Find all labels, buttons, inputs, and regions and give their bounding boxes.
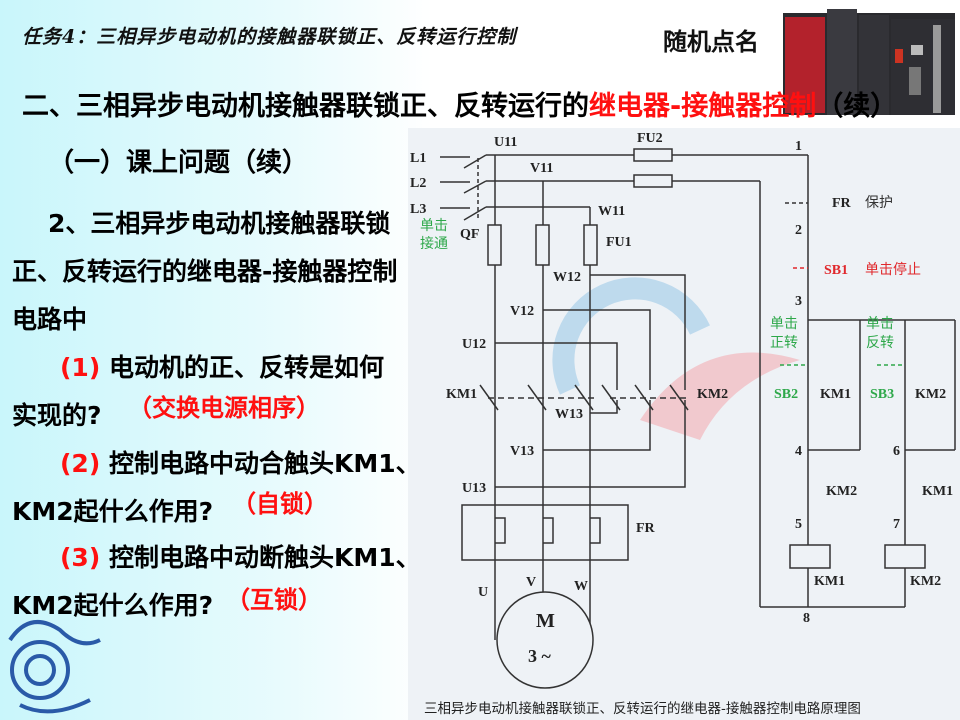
label-sb2: SB2 xyxy=(774,387,798,402)
question-2-cont: KM2起什么作用? xyxy=(12,497,214,526)
task-label: 任务4：三相异步电动机的接触器联锁正、反转运行控制 xyxy=(22,26,517,48)
node-5: 5 xyxy=(795,517,802,532)
node-8: 8 xyxy=(803,611,810,626)
hint-sb2-2[interactable]: 正转 xyxy=(770,335,798,351)
question-3-cont: KM2起什么作用? xyxy=(12,591,214,620)
label-km1-coil: KM1 xyxy=(814,574,845,589)
section-heading: （一）课上问题（续） xyxy=(48,148,309,178)
diagram-caption: 三相异步电动机接触器联锁正、反转运行的继电器-接触器控制电路原理图 xyxy=(424,700,861,717)
label-v: V xyxy=(526,575,536,590)
answer-3: （互锁） xyxy=(226,586,322,614)
plc-image xyxy=(783,9,955,115)
question-intro-1: 2、三相异步电动机接触器联锁 xyxy=(48,209,391,238)
node-6: 6 xyxy=(893,444,900,459)
label-l3: L3 xyxy=(410,202,426,217)
title-highlight: 继电器-接触器控制 xyxy=(589,91,817,122)
node-3: 3 xyxy=(795,294,802,309)
label-u12: U12 xyxy=(462,337,486,352)
hint-sb2-1[interactable]: 单击 xyxy=(770,316,798,332)
label-w12: W12 xyxy=(553,270,581,285)
hint-fr[interactable]: 保护 xyxy=(865,195,893,211)
question-intro-3: 电路中 xyxy=(12,305,88,334)
label-l1: L1 xyxy=(410,151,426,166)
label-km1-hold: KM1 xyxy=(820,387,851,402)
label-km2-power: KM2 xyxy=(697,387,728,402)
title-prefix: 二、三相异步电动机接触器联锁正、反转运行的 xyxy=(22,91,589,122)
label-motor-phase: 3 ~ xyxy=(528,646,552,666)
label-u11: U11 xyxy=(494,135,517,150)
label-l2: L2 xyxy=(410,176,426,191)
hint-qf-2[interactable]: 接通 xyxy=(420,235,448,252)
node-2: 2 xyxy=(795,223,802,238)
label-fr-power: FR xyxy=(636,521,656,536)
label-km2-interlock: KM2 xyxy=(826,484,857,499)
answer-1: （交换电源相序） xyxy=(128,394,320,422)
node-1: 1 xyxy=(795,139,802,154)
roll-call-button[interactable]: 随机点名 xyxy=(663,28,759,56)
page-title: 二、三相异步电动机接触器联锁正、反转运行的继电器-接触器控制（续） xyxy=(22,84,897,123)
label-fu2: FU2 xyxy=(637,131,663,146)
label-qf: QF xyxy=(460,227,479,242)
hint-qf-1[interactable]: 单击 xyxy=(420,218,448,234)
label-v12: V12 xyxy=(510,304,534,319)
label-motor: M xyxy=(536,610,555,632)
hint-sb3-1[interactable]: 单击 xyxy=(866,316,894,332)
label-u13: U13 xyxy=(462,481,486,496)
title-suffix: （续） xyxy=(816,91,898,122)
label-w11: W11 xyxy=(598,204,625,219)
label-sb3: SB3 xyxy=(870,387,894,402)
hint-sb3-2[interactable]: 反转 xyxy=(866,335,894,351)
label-km2-coil: KM2 xyxy=(910,574,941,589)
label-fu1: FU1 xyxy=(606,235,632,250)
node-7: 7 xyxy=(893,517,900,532)
label-v11: V11 xyxy=(530,161,553,176)
answer-2: （自锁） xyxy=(232,490,328,518)
question-intro-2: 正、反转运行的继电器-接触器控制 xyxy=(12,257,398,286)
label-sb1: SB1 xyxy=(824,263,848,278)
label-w13: W13 xyxy=(555,407,583,422)
circuit-diagram: L1 L2 L3 QF U11 V11 W11 FU1 FU2 W12 V12 … xyxy=(408,128,960,720)
hint-sb1-stop[interactable]: 单击停止 xyxy=(865,261,921,278)
question-3: (3) 控制电路中动断触头KM1、 xyxy=(60,543,421,572)
label-km2-hold: KM2 xyxy=(915,387,946,402)
question-2: (2) 控制电路中动合触头KM1、 xyxy=(60,449,421,478)
label-km1-power: KM1 xyxy=(446,387,477,402)
question-1-cont: 实现的? xyxy=(12,401,102,430)
node-4: 4 xyxy=(795,444,802,459)
label-km1-interlock: KM1 xyxy=(922,484,953,499)
question-1: (1) 电动机的正、反转是如何 xyxy=(60,353,384,382)
label-w: W xyxy=(574,579,588,594)
label-v13: V13 xyxy=(510,444,534,459)
label-fr-control: FR xyxy=(832,196,852,211)
label-u: U xyxy=(478,585,488,600)
watermark-arc xyxy=(552,277,710,395)
ornament-icon xyxy=(8,620,101,714)
